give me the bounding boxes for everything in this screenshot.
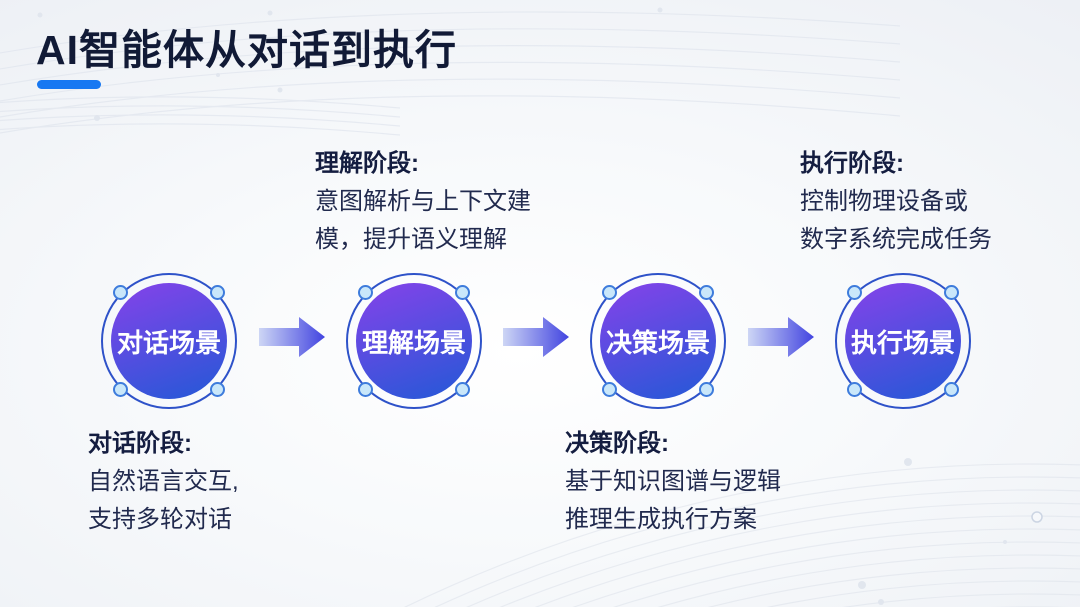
node-circle: 执行场景 — [845, 283, 961, 399]
node-dialogue-scene: 对话场景 — [101, 273, 237, 409]
node-circle: 决策场景 — [600, 283, 716, 399]
title-underline — [37, 80, 101, 89]
node-label: 执行场景 — [850, 327, 955, 358]
node-decision-scene: 决策场景 — [590, 273, 726, 409]
node-label: 对话场景 — [116, 327, 221, 358]
annotation-line: 模，提升语义理解 — [315, 226, 507, 253]
annotation-dialogue-phase: 对话阶段: 自然语言交互, 支持多轮对话 — [88, 425, 338, 539]
node-understand-scene: 理解场景 — [346, 273, 482, 409]
annotation-line: 控制物理设备或 — [800, 188, 968, 215]
satellite-dot — [113, 285, 128, 300]
annotation-decision-phase: 决策阶段: 基于知识图谱与逻辑 推理生成执行方案 — [565, 425, 850, 539]
annotation-understand-phase: 理解阶段: 意图解析与上下文建 模，提升语义理解 — [315, 145, 580, 259]
arrow-icon — [748, 317, 814, 357]
node-label: 理解场景 — [361, 327, 466, 358]
satellite-dot — [699, 382, 714, 397]
node-circle: 对话场景 — [111, 283, 227, 399]
node-orbit-ring — [835, 273, 971, 409]
satellite-dot — [455, 382, 470, 397]
arrow-icon — [259, 317, 325, 357]
node-orbit-ring — [101, 273, 237, 409]
satellite-dot — [602, 285, 617, 300]
annotation-line: 数字系统完成任务 — [800, 226, 992, 253]
satellite-dot — [944, 382, 959, 397]
satellite-dot — [358, 382, 373, 397]
annotation-heading: 对话阶段: — [88, 430, 192, 457]
satellite-dot — [602, 382, 617, 397]
annotation-line: 意图解析与上下文建 — [315, 188, 531, 215]
annotation-execute-phase: 执行阶段: 控制物理设备或 数字系统完成任务 — [800, 145, 1055, 259]
annotation-heading: 理解阶段: — [315, 150, 419, 177]
satellite-dot — [210, 382, 225, 397]
satellite-dot — [113, 382, 128, 397]
arrow-icon — [503, 317, 569, 357]
satellite-dot — [699, 285, 714, 300]
annotation-line: 自然语言交互, — [88, 468, 239, 495]
node-circle: 理解场景 — [356, 283, 472, 399]
node-orbit-ring — [346, 273, 482, 409]
annotation-heading: 决策阶段: — [565, 430, 669, 457]
satellite-dot — [944, 285, 959, 300]
node-label: 决策场景 — [605, 327, 710, 358]
annotation-heading: 执行阶段: — [800, 150, 904, 177]
page-title: AI智能体从对话到执行 — [36, 27, 457, 73]
satellite-dot — [847, 285, 862, 300]
node-execute-scene: 执行场景 — [835, 273, 971, 409]
annotation-line: 支持多轮对话 — [88, 506, 232, 533]
satellite-dot — [358, 285, 373, 300]
annotation-line: 推理生成执行方案 — [565, 506, 757, 533]
annotation-line: 基于知识图谱与逻辑 — [565, 468, 781, 495]
satellite-dot — [455, 285, 470, 300]
node-orbit-ring — [590, 273, 726, 409]
satellite-dot — [847, 382, 862, 397]
satellite-dot — [210, 285, 225, 300]
